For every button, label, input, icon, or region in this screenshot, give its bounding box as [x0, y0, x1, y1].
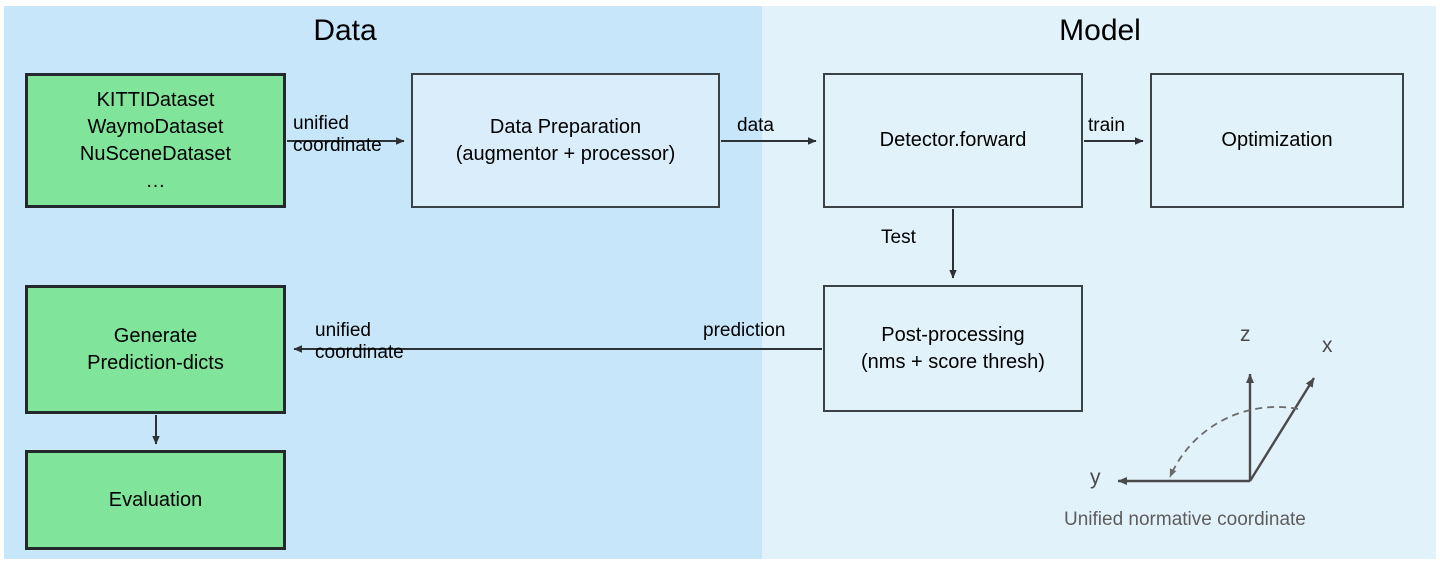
node-datasets[interactable]: KITTIDataset WaymoDataset NuSceneDataset…	[25, 73, 286, 208]
edge-label-train: train	[1088, 115, 1125, 136]
axis-label-y: y	[1090, 466, 1101, 489]
edge-label-data: data	[737, 115, 774, 136]
edge-label-unified-bottom-line2: coordinate	[315, 341, 404, 363]
node-data-preparation[interactable]: Data Preparation (augmentor + processor)	[411, 73, 720, 208]
edge-label-unified-bottom-line1: unified	[315, 320, 371, 341]
edge-label-test: Test	[881, 227, 916, 248]
axis-label-z: z	[1240, 323, 1251, 346]
panel-data-title: Data	[313, 14, 377, 47]
node-generate-prediction-dicts[interactable]: Generate Prediction-dicts	[25, 285, 286, 414]
edge-label-unified-line1: unified	[293, 113, 349, 134]
edge-label-unified-line2: coordinate	[293, 134, 382, 156]
edge-label-unified-coordinate-bottom: unified coordinate	[315, 320, 404, 364]
node-post-processing[interactable]: Post-processing (nms + score thresh)	[823, 285, 1083, 412]
node-optimization[interactable]: Optimization	[1150, 73, 1404, 208]
node-evaluation[interactable]: Evaluation	[25, 450, 286, 550]
axis-label-x: x	[1322, 334, 1333, 357]
coordinate-system-caption: Unified normative coordinate	[1064, 509, 1306, 530]
edge-label-unified-coordinate-top: unified coordinate	[293, 113, 382, 157]
edge-label-prediction: prediction	[703, 320, 786, 341]
panel-model-title: Model	[1059, 14, 1141, 47]
node-detector-forward[interactable]: Detector.forward	[823, 73, 1083, 208]
